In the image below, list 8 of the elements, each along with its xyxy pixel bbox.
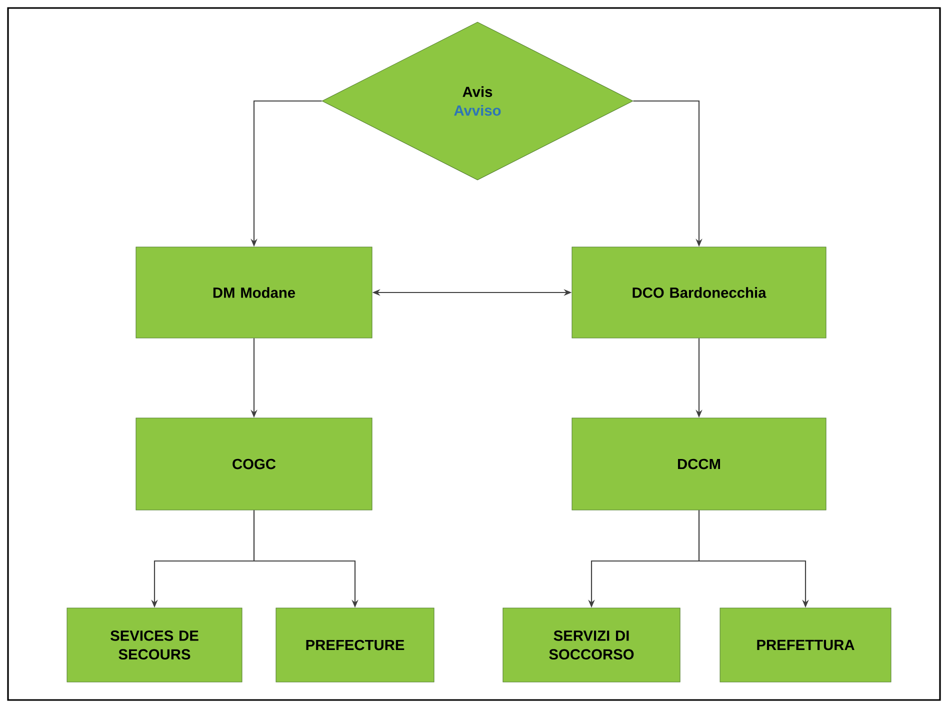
process-box: PREFECTURE xyxy=(276,608,434,682)
process-box: SERVIZI DI SOCCORSO xyxy=(502,608,680,682)
process-box: PREFETTURA xyxy=(720,608,892,682)
process-box: DCO Bardonecchia xyxy=(572,246,826,338)
process-box: DM Modane xyxy=(136,246,372,338)
process-box: COGC xyxy=(136,418,372,510)
process-box: SEVICES DE SECOURS xyxy=(66,608,242,682)
process-box: DCCM xyxy=(572,418,826,510)
